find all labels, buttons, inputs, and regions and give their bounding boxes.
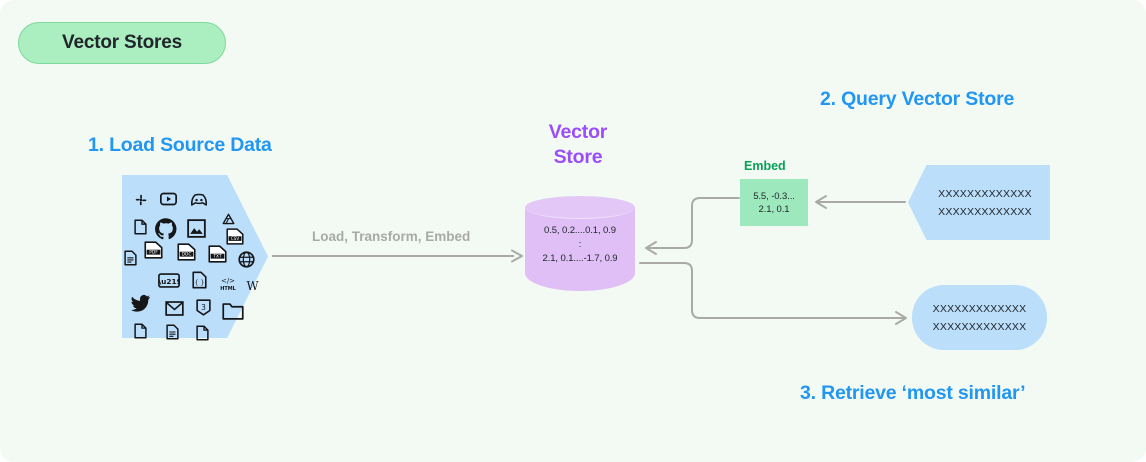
svg-text:M\u2193: M\u2193	[158, 277, 180, 286]
cylinder-top-ellipse	[525, 196, 635, 219]
source-icon-grid: CSV PDF DOC TXT M\u2193 { } </>HTML W	[122, 175, 268, 341]
svg-text:TXT: TXT	[212, 254, 222, 260]
vector-store-heading: Vector Store	[516, 120, 640, 170]
image-icon	[187, 219, 206, 238]
google-drive-icon	[222, 213, 235, 225]
svg-text:PDF: PDF	[149, 250, 158, 256]
file-blank-2-icon	[134, 323, 147, 339]
file-blank-3-icon	[196, 325, 209, 341]
file-lines-2-icon	[166, 324, 179, 340]
vector-row-1: 0.5, 0.2....0.1, 0.9	[544, 225, 616, 236]
svg-text:CSV: CSV	[231, 236, 239, 241]
web-globe-icon	[238, 251, 255, 268]
json-file-icon: { }	[192, 271, 207, 289]
result-line-2: XXXXXXXXXXXXX	[932, 320, 1027, 333]
step-1-heading: 1. Load Source Data	[88, 134, 272, 156]
embed-box: 5.5, -0.3... 2.1, 0.1	[740, 179, 808, 226]
query-line-2: XXXXXXXXXXXXX	[938, 205, 1032, 218]
vector-store-heading-line2: Store	[553, 146, 603, 168]
vector-store-heading-line1: Vector	[548, 121, 608, 143]
cylinder-vector-rows: 0.5, 0.2....0.1, 0.9 : 2.1, 0.1....-1.7,…	[525, 224, 635, 266]
twitter-icon	[130, 294, 151, 312]
svg-text:3: 3	[201, 303, 206, 312]
query-input-shape: XXXXXXXXXXXXX XXXXXXXXXXXXX	[908, 165, 1050, 240]
txt-file-icon: TXT	[208, 245, 227, 263]
load-arrow	[272, 249, 523, 263]
youtube-icon	[160, 192, 177, 206]
csv-file-icon: CSV	[226, 228, 244, 245]
email-icon	[165, 301, 184, 316]
slack-icon	[134, 193, 148, 207]
result-output-shape: XXXXXXXXXXXXX XXXXXXXXXXXXX	[912, 285, 1047, 350]
arrow-store-to-result-head	[895, 311, 907, 325]
embed-line-2: 2.1, 0.1	[758, 203, 790, 215]
title-pill: Vector Stores	[18, 22, 226, 64]
svg-text:W: W	[246, 279, 259, 293]
embed-line-1: 5.5, -0.3...	[753, 190, 795, 202]
vector-row-separator: :	[578, 239, 582, 250]
vector-row-2: 2.1, 0.1....-1.7, 0.9	[542, 253, 618, 264]
css3-icon: 3	[196, 299, 211, 316]
discord-icon	[190, 193, 208, 207]
arrow-embed-to-store	[647, 197, 740, 249]
pdf-file-icon: PDF	[144, 241, 163, 259]
markdown-icon: M\u2193	[158, 273, 180, 288]
arrow-embed-to-store-head	[645, 241, 657, 255]
svg-text:HTML: HTML	[220, 286, 236, 292]
step-3-heading: 3. Retrieve ‘most similar’	[800, 382, 1026, 404]
wikipedia-icon: W	[244, 279, 261, 293]
query-line-1: XXXXXXXXXXXXX	[938, 187, 1032, 200]
file-blank-icon	[134, 219, 147, 235]
folder-icon	[222, 302, 244, 320]
step-2-heading: 2. Query Vector Store	[820, 88, 1015, 110]
svg-text:DOC: DOC	[182, 252, 192, 258]
result-line-1: XXXXXXXXXXXXX	[932, 302, 1027, 315]
cylinder-body	[525, 207, 635, 291]
svg-text:{ }: { }	[195, 280, 205, 287]
github-icon	[154, 217, 178, 241]
doc-file-icon: DOC	[177, 243, 196, 261]
svg-text:</>: </>	[221, 277, 235, 285]
load-transform-embed-label: Load, Transform, Embed	[312, 229, 471, 244]
arrow-store-to-result	[639, 262, 905, 319]
title-pill-label: Vector Stores	[62, 32, 182, 53]
file-lines-icon	[124, 250, 137, 266]
embed-label: Embed	[744, 159, 786, 173]
html-code-icon: </>HTML	[217, 276, 239, 292]
arrow-query-to-embed-head	[815, 195, 827, 209]
vector-store-cylinder: 0.5, 0.2....0.1, 0.9 : 2.1, 0.1....-1.7,…	[525, 196, 635, 291]
